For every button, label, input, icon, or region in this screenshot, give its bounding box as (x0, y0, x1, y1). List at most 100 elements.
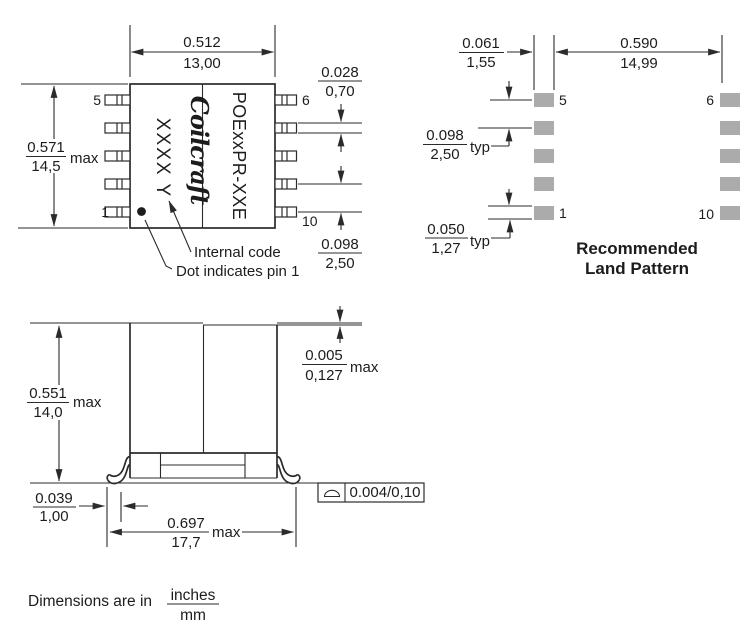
pin (104, 150, 131, 162)
dim-side-height: 0.551 14,0 max (27, 325, 102, 482)
brand-logo-text: Coilcraft (185, 96, 214, 205)
dim-mm: 2,50 (325, 255, 354, 272)
land-pad (720, 121, 740, 135)
coplanarity-callout: 0.004/0,10 (317, 482, 425, 503)
pin (274, 122, 298, 134)
land-pattern: 5 1 6 10 0.061 1,55 0.590 14,99 0.098 (423, 35, 740, 278)
note-dot-pin1: Dot indicates pin 1 (144, 219, 299, 280)
units-bottom: mm (180, 607, 206, 624)
dim-suffix: max (350, 359, 379, 376)
dim-body-height: 0.571 14,5 max (18, 83, 128, 229)
dim-top-step: 0.005 0,127 max (302, 306, 379, 384)
land-pad (534, 121, 554, 135)
profile-symbol-icon (323, 489, 341, 498)
dim-inches: 0.697 (167, 515, 205, 532)
pads-left (534, 93, 554, 220)
dim-mm: 1,00 (39, 508, 68, 525)
pin (274, 206, 298, 218)
dim-inches: 0.512 (183, 34, 221, 51)
dim-mm: 13,00 (183, 55, 221, 72)
dim-mm: 1,55 (466, 54, 495, 71)
dim-mm: 0,127 (305, 367, 343, 384)
dim-pin-pitch: 0.098 2,50 (298, 166, 362, 272)
dim-suffix: max (73, 394, 102, 411)
land-pad (534, 206, 554, 220)
leader-line (168, 200, 192, 253)
leader-line (144, 219, 173, 270)
pins-left (104, 94, 131, 218)
dim-suffix: max (70, 150, 99, 167)
pin-label-1: 1 (101, 204, 109, 220)
dim-pad-pitch: 0.098 2,50 typ (423, 81, 532, 163)
dim-inches: 0.050 (427, 221, 465, 238)
land-pad (534, 149, 554, 163)
pin (274, 150, 298, 162)
pin (104, 122, 131, 134)
dim-mm: 17,7 (171, 534, 200, 551)
land-pattern-title-line2: Land Pattern (585, 259, 689, 278)
dim-overall-width: 0.697 17,7 max (109, 487, 297, 551)
dim-pin-width: 0.028 0,70 (298, 64, 362, 152)
dim-inches: 0.571 (27, 139, 65, 156)
dim-mm: 2,50 (430, 146, 459, 163)
dim-mm: 0,70 (325, 83, 354, 100)
marking-code-text: XXXX Y (152, 118, 173, 198)
dim-pad-height: 0.050 1,27 typ (425, 189, 532, 257)
lead-right (276, 455, 301, 485)
dim-suffix: typ (470, 139, 490, 156)
units-prefix: Dimensions are in (28, 593, 152, 610)
units-top: inches (171, 587, 216, 604)
land-pad (720, 206, 740, 220)
dim-suffix: typ (470, 233, 490, 250)
pad-label-10: 10 (698, 206, 714, 222)
note-internal-code: Internal code (168, 200, 281, 261)
dim-mm: 14,99 (620, 55, 658, 72)
dim-lead-length: 0.039 1,00 (33, 487, 148, 547)
land-pad (720, 177, 740, 191)
pin (104, 206, 131, 218)
dim-inches: 0.005 (305, 347, 343, 364)
land-pattern-title-line1: Recommended (576, 239, 698, 258)
note-text: Dot indicates pin 1 (176, 263, 299, 280)
lead-top-surface (108, 455, 131, 478)
dim-inches: 0.551 (29, 385, 67, 402)
pad-label-5: 5 (559, 92, 567, 108)
lead-tip (297, 473, 301, 480)
land-pad (534, 177, 554, 191)
dim-inches: 0.028 (321, 64, 359, 81)
dim-mm: 14,5 (31, 158, 60, 175)
pin1-dot (137, 207, 146, 216)
dim-inches: 0.098 (321, 236, 359, 253)
lead-tip (106, 473, 110, 480)
pin (104, 94, 131, 106)
dim-inches: 0.061 (462, 35, 500, 52)
pin-label-6: 6 (302, 92, 310, 108)
units-note: Dimensions are in inches mm (28, 587, 219, 624)
dim-suffix: max (212, 524, 241, 541)
part-number-text: POExxPR-XXE (229, 92, 249, 221)
pin (104, 178, 131, 190)
pin-label-10: 10 (302, 213, 318, 229)
pad-label-1: 1 (559, 205, 567, 221)
lead-left (106, 455, 131, 485)
dim-mm: 14,0 (33, 404, 62, 421)
land-pad (720, 93, 740, 107)
dim-mm: 1,27 (431, 240, 460, 257)
dim-inches: 0.098 (426, 127, 464, 144)
note-text: Internal code (194, 244, 281, 261)
pin-label-5: 5 (93, 92, 101, 108)
package-top-view: 0.512 13,00 0.571 14,5 max (18, 25, 362, 280)
pads-right (720, 93, 740, 220)
package-side-view: 0.551 14,0 max 0.005 0,127 max 0.004/0,1… (27, 306, 425, 551)
land-pad (720, 149, 740, 163)
pins-right (274, 94, 298, 218)
dim-top-width: 0.512 13,00 (129, 25, 276, 77)
land-pad (534, 93, 554, 107)
dim-span: 0.590 14,99 (555, 35, 723, 83)
pin (274, 94, 298, 106)
lead-top-surface (276, 455, 299, 478)
pin (274, 178, 298, 190)
dim-inches: 0.039 (35, 490, 73, 507)
